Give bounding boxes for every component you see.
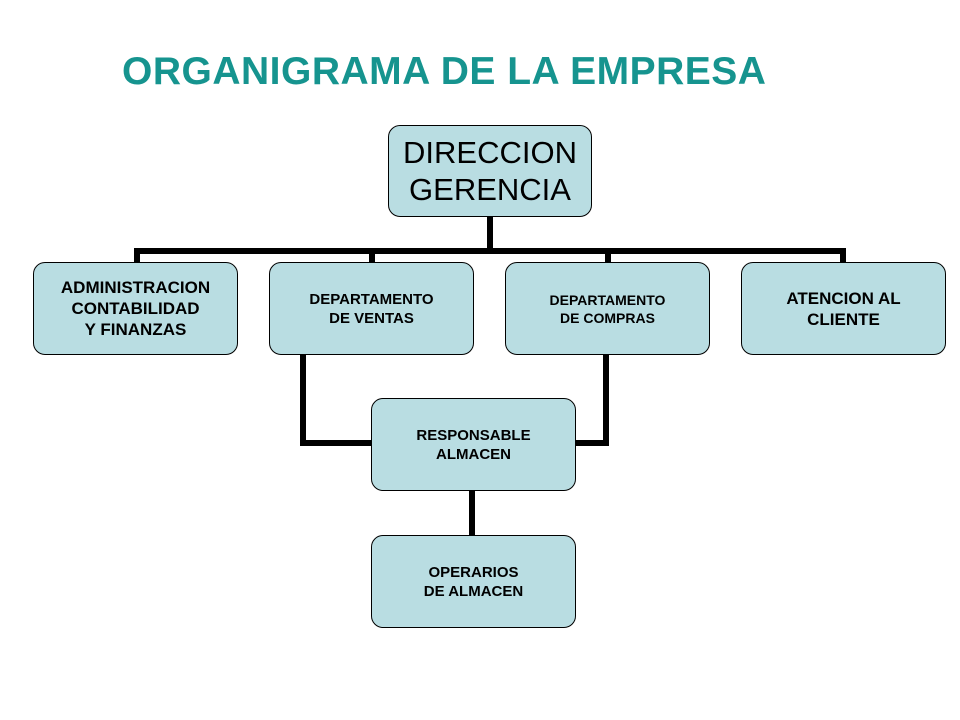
node-administracion-line3: Y FINANZAS	[84, 320, 187, 339]
node-direccion-line1: DIRECCION	[403, 135, 577, 170]
node-administracion: ADMINISTRACION CONTABILIDAD Y FINANZAS	[33, 262, 238, 355]
node-ventas-line2: DE VENTAS	[329, 309, 414, 327]
node-departamento-compras: DEPARTAMENTO DE COMPRAS	[505, 262, 710, 355]
node-responsable-almacen: RESPONSABLE ALMACEN	[371, 398, 576, 491]
node-compras-line1: DEPARTAMENTO	[549, 291, 666, 308]
node-almacen-line2: ALMACEN	[436, 445, 511, 463]
node-compras-line2: DE COMPRAS	[560, 309, 655, 326]
node-administracion-line1: ADMINISTRACION	[60, 278, 211, 297]
page-title: ORGANIGRAMA DE LA EMPRESA	[122, 50, 767, 93]
node-operarios-line2: DE ALMACEN	[423, 582, 524, 600]
node-atencion-cliente: ATENCION AL CLIENTE	[741, 262, 946, 355]
node-operarios-almacen: OPERARIOS DE ALMACEN	[371, 535, 576, 628]
node-direccion-line2: GERENCIA	[409, 172, 571, 207]
node-direccion-gerencia: DIRECCION GERENCIA	[388, 125, 592, 217]
connector-compras-almacen	[573, 352, 609, 446]
node-departamento-ventas: DEPARTAMENTO DE VENTAS	[269, 262, 474, 355]
node-administracion-line2: CONTABILIDAD	[71, 299, 200, 318]
node-operarios-line1: OPERARIOS	[428, 563, 519, 581]
node-atencion-line1: ATENCION AL	[786, 288, 901, 308]
node-ventas-line1: DEPARTAMENTO	[309, 290, 434, 308]
connector-ventas-almacen	[300, 342, 375, 446]
node-almacen-line1: RESPONSABLE	[416, 426, 531, 444]
node-atencion-line2: CLIENTE	[807, 309, 880, 329]
